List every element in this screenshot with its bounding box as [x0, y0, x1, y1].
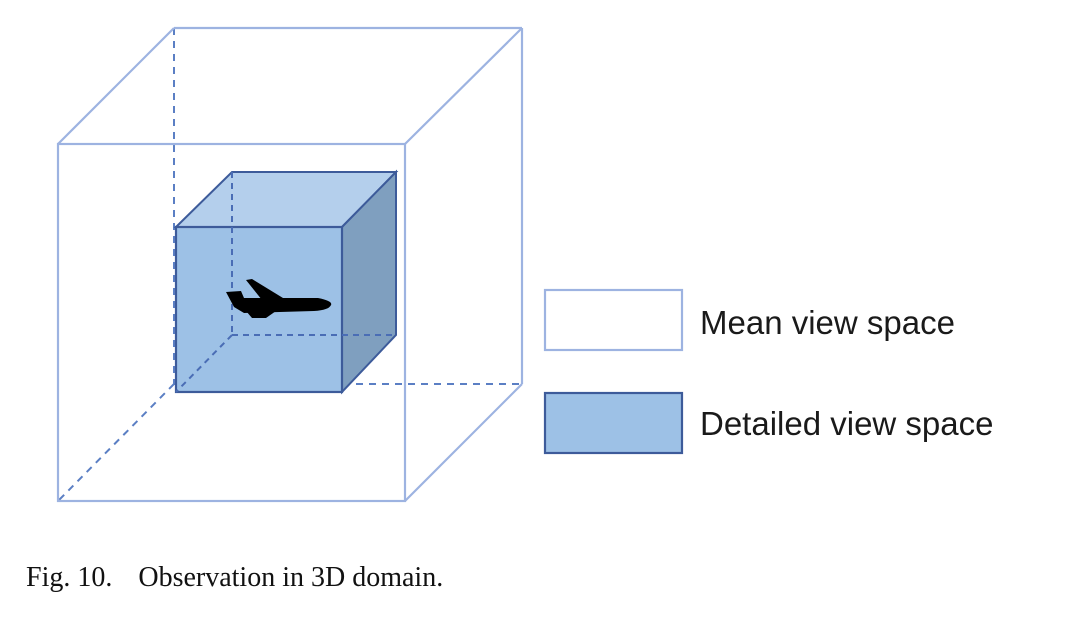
legend-detail-swatch — [543, 391, 684, 455]
observation-3d-diagram — [56, 26, 684, 503]
caption-text: Observation in 3D domain. — [138, 562, 444, 593]
outer-cube — [56, 26, 524, 503]
inner-cube-hidden-edges — [175, 172, 396, 393]
inner-cube — [173, 169, 399, 395]
airplane-icon — [226, 279, 332, 318]
figure-caption: Fig. 10. Observation in 3D domain. — [26, 562, 443, 594]
legend-mean-swatch — [543, 288, 684, 352]
legend-mean-label: Mean view space — [700, 304, 955, 341]
legend-detail-label: Detailed view space — [700, 405, 994, 442]
caption-number: Fig. 10. — [26, 562, 113, 593]
outer-cube-visible-edges — [56, 26, 524, 503]
